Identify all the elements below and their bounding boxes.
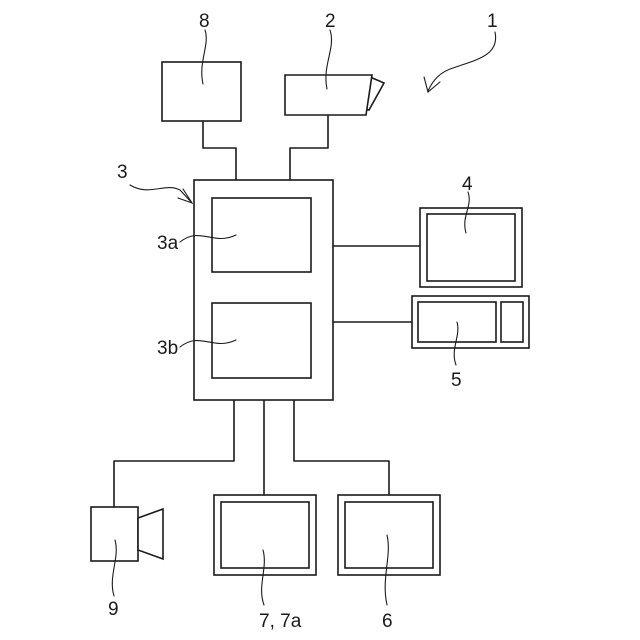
label-monitor-4: 4 <box>462 174 473 195</box>
display-6 <box>338 495 440 575</box>
label-unit-3a: 3a <box>157 233 179 254</box>
display-6-screen <box>345 502 433 568</box>
display-7-screen <box>221 502 309 568</box>
label-display-7: 7, 7a <box>259 611 302 632</box>
label-unit-3b: 3b <box>157 338 178 359</box>
label-controller-3: 3 <box>117 162 128 183</box>
wire-2-to-3 <box>290 115 328 180</box>
label-system-1: 1 <box>487 11 498 32</box>
wire-3-to-9 <box>114 400 234 507</box>
leader-3 <box>130 185 192 203</box>
camera-2-body <box>285 75 372 115</box>
label-input-device-5: 5 <box>451 370 462 391</box>
input-device-5-side-panel <box>501 302 523 342</box>
unit-3a-box <box>212 198 311 272</box>
video-camera-9 <box>91 507 163 561</box>
video-camera-9-body <box>91 507 138 561</box>
label-display-6: 6 <box>382 611 393 632</box>
label-device-8: 8 <box>199 11 210 32</box>
label-video-camera-9: 9 <box>108 599 119 620</box>
unit-3b-box <box>212 303 311 378</box>
camera-2 <box>285 75 384 115</box>
display-7 <box>214 495 316 575</box>
wire-3-to-6 <box>294 400 389 495</box>
input-device-5 <box>412 296 529 348</box>
leader-1-curve <box>428 32 496 91</box>
video-camera-9-lens <box>138 509 163 559</box>
label-camera-2: 2 <box>325 11 336 32</box>
wire-8-to-3 <box>203 121 236 180</box>
monitor-4-screen <box>427 214 515 281</box>
monitor-4 <box>420 208 522 287</box>
